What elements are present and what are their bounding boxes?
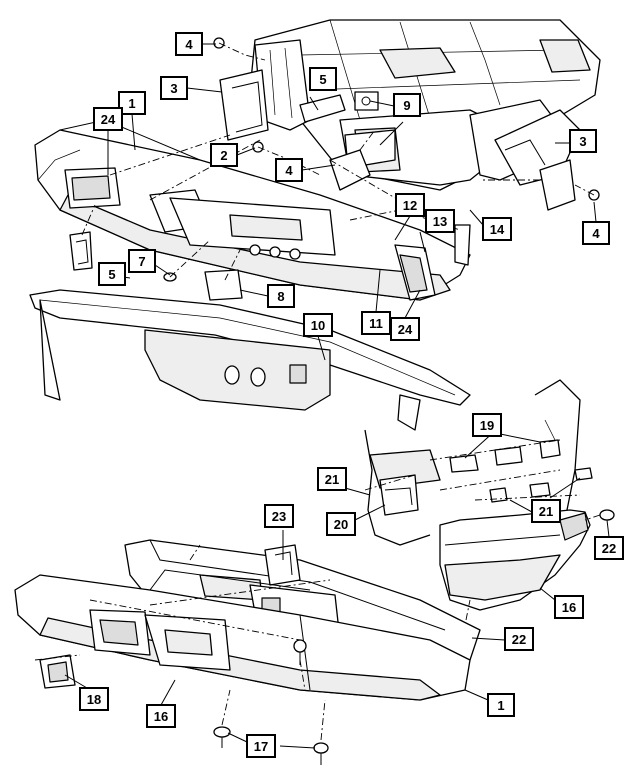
callout-12: 12 [395,193,425,217]
callout-10: 10 [303,313,333,337]
callout-20: 20 [326,512,356,536]
svg-text:17: 17 [254,739,268,754]
rear-corner-detail-drawing [364,379,615,643]
svg-text:16: 16 [562,600,576,615]
callout-3: 3 [160,76,188,100]
svg-text:10: 10 [311,318,325,333]
callout-8: 8 [267,284,295,308]
svg-text:20: 20 [334,517,348,532]
mounting-bracket-drawing [69,224,471,301]
svg-text:4: 4 [185,37,193,52]
svg-text:16: 16 [154,709,168,724]
svg-text:8: 8 [277,289,284,304]
vehicle-frame-drawing [249,19,601,191]
callout-1: 1 [487,693,515,717]
callout-21: 21 [531,499,561,523]
svg-text:4: 4 [592,226,600,241]
callout-17: 17 [246,734,276,758]
svg-text:2: 2 [220,148,227,163]
callout-11: 11 [361,311,391,335]
callout-14: 14 [482,217,512,241]
rear-bumper-upper-drawing [34,119,471,301]
svg-text:3: 3 [579,134,586,149]
callout-3: 3 [569,129,597,153]
svg-text:1: 1 [128,96,135,111]
callout-24: 24 [93,107,123,131]
callout-16: 16 [146,704,176,728]
svg-text:24: 24 [101,112,116,127]
callout-24: 24 [390,317,420,341]
callout-18: 18 [79,687,109,711]
callout-4: 4 [582,221,610,245]
callout-21: 21 [317,467,347,491]
callout-22: 22 [594,536,624,560]
callout-7: 7 [128,249,156,273]
svg-text:24: 24 [398,322,413,337]
svg-text:22: 22 [512,632,526,647]
assembly-lines-mid [364,439,601,621]
svg-text:3: 3 [170,81,177,96]
svg-text:21: 21 [539,504,553,519]
callout-16: 16 [554,595,584,619]
callout-4: 4 [275,158,303,182]
svg-text:13: 13 [433,214,447,229]
callout-5: 5 [309,67,337,91]
svg-text:7: 7 [138,254,145,269]
callout-5: 5 [98,262,126,286]
svg-text:5: 5 [108,267,115,282]
svg-text:19: 19 [480,418,494,433]
leader-lines [64,43,610,749]
step-pad-drawing [29,289,471,431]
svg-text:4: 4 [285,163,293,178]
callout-1: 1 [118,91,146,115]
svg-text:22: 22 [602,541,616,556]
callout-9: 9 [393,93,421,117]
svg-text:9: 9 [403,98,410,113]
svg-text:23: 23 [272,509,286,524]
hitch-bracket-drawing [213,37,600,211]
callout-4: 4 [175,32,203,56]
callout-22: 22 [504,627,534,651]
svg-text:11: 11 [369,316,383,331]
assembly-lines-bottom [34,544,331,741]
svg-text:18: 18 [87,692,101,707]
callout-13: 13 [425,209,455,233]
svg-text:1: 1 [497,698,504,713]
svg-text:14: 14 [490,222,505,237]
svg-text:12: 12 [403,198,417,213]
callout-2: 2 [210,143,238,167]
callout-23: 23 [264,504,294,528]
callout-19: 19 [472,413,502,437]
svg-text:5: 5 [319,72,326,87]
svg-text:21: 21 [325,472,339,487]
rear-bumper-lower-drawing [14,539,481,765]
